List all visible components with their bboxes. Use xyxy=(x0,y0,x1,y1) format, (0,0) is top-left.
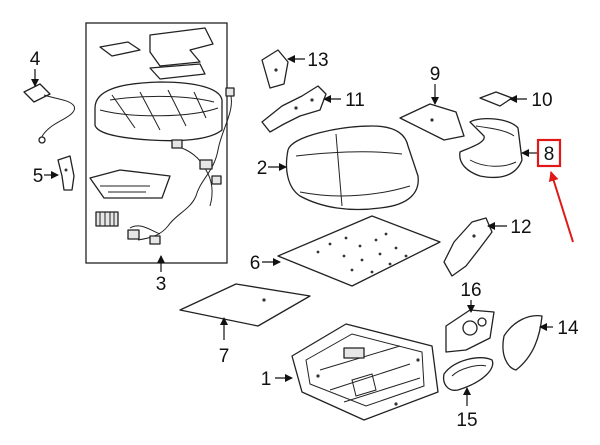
part-11-bracket xyxy=(261,85,327,133)
part-3-group-box xyxy=(85,22,228,264)
part-13-bracket xyxy=(261,49,289,89)
callout-14: 14 xyxy=(557,318,579,339)
highlight-arrow xyxy=(548,171,574,243)
callout-1: 1 xyxy=(261,369,272,390)
callout-11: 11 xyxy=(345,90,365,111)
callout-7: 7 xyxy=(219,346,230,367)
seat-cushion-heater xyxy=(94,81,223,142)
part-2-cushion-cover xyxy=(285,125,419,211)
heater-connector xyxy=(95,211,119,227)
part-10-pad xyxy=(479,91,513,107)
callout-12: 12 xyxy=(510,217,531,238)
part-7-mat xyxy=(179,283,311,327)
part-16-switch-panel xyxy=(445,309,495,353)
pad-holes xyxy=(316,232,408,274)
part-4-sensor xyxy=(23,83,76,144)
highlighted-callout-8: 8 xyxy=(536,138,574,243)
leader-lines xyxy=(31,55,553,406)
callout-labels: 4 5 3 2 13 11 9 10 12 6 7 1 16 14 15 xyxy=(30,49,579,431)
part-14-shield xyxy=(502,314,543,371)
heater-pad-lower xyxy=(89,169,171,199)
callout-15: 15 xyxy=(456,410,477,431)
callout-8: 8 xyxy=(544,144,555,165)
callout-16: 16 xyxy=(460,280,481,301)
callout-4: 4 xyxy=(30,49,41,70)
callout-2: 2 xyxy=(257,158,268,179)
callout-3: 3 xyxy=(156,274,167,295)
callout-5: 5 xyxy=(33,166,44,187)
callout-13: 13 xyxy=(307,50,328,71)
callout-10: 10 xyxy=(531,90,552,111)
heater-pad-top xyxy=(99,27,214,80)
part-12-bracket xyxy=(443,217,493,277)
part-9-panel xyxy=(399,103,465,141)
part-5-bracket xyxy=(57,155,75,191)
part-8-duct xyxy=(459,117,523,179)
part-6-cushion-pad xyxy=(277,215,441,287)
callout-9: 9 xyxy=(430,64,441,85)
highlight-box xyxy=(536,138,562,168)
callout-6: 6 xyxy=(250,253,261,274)
part-15-bezel xyxy=(442,357,494,391)
part-1-seat-frame xyxy=(291,323,439,421)
wiring-harness xyxy=(127,87,235,245)
